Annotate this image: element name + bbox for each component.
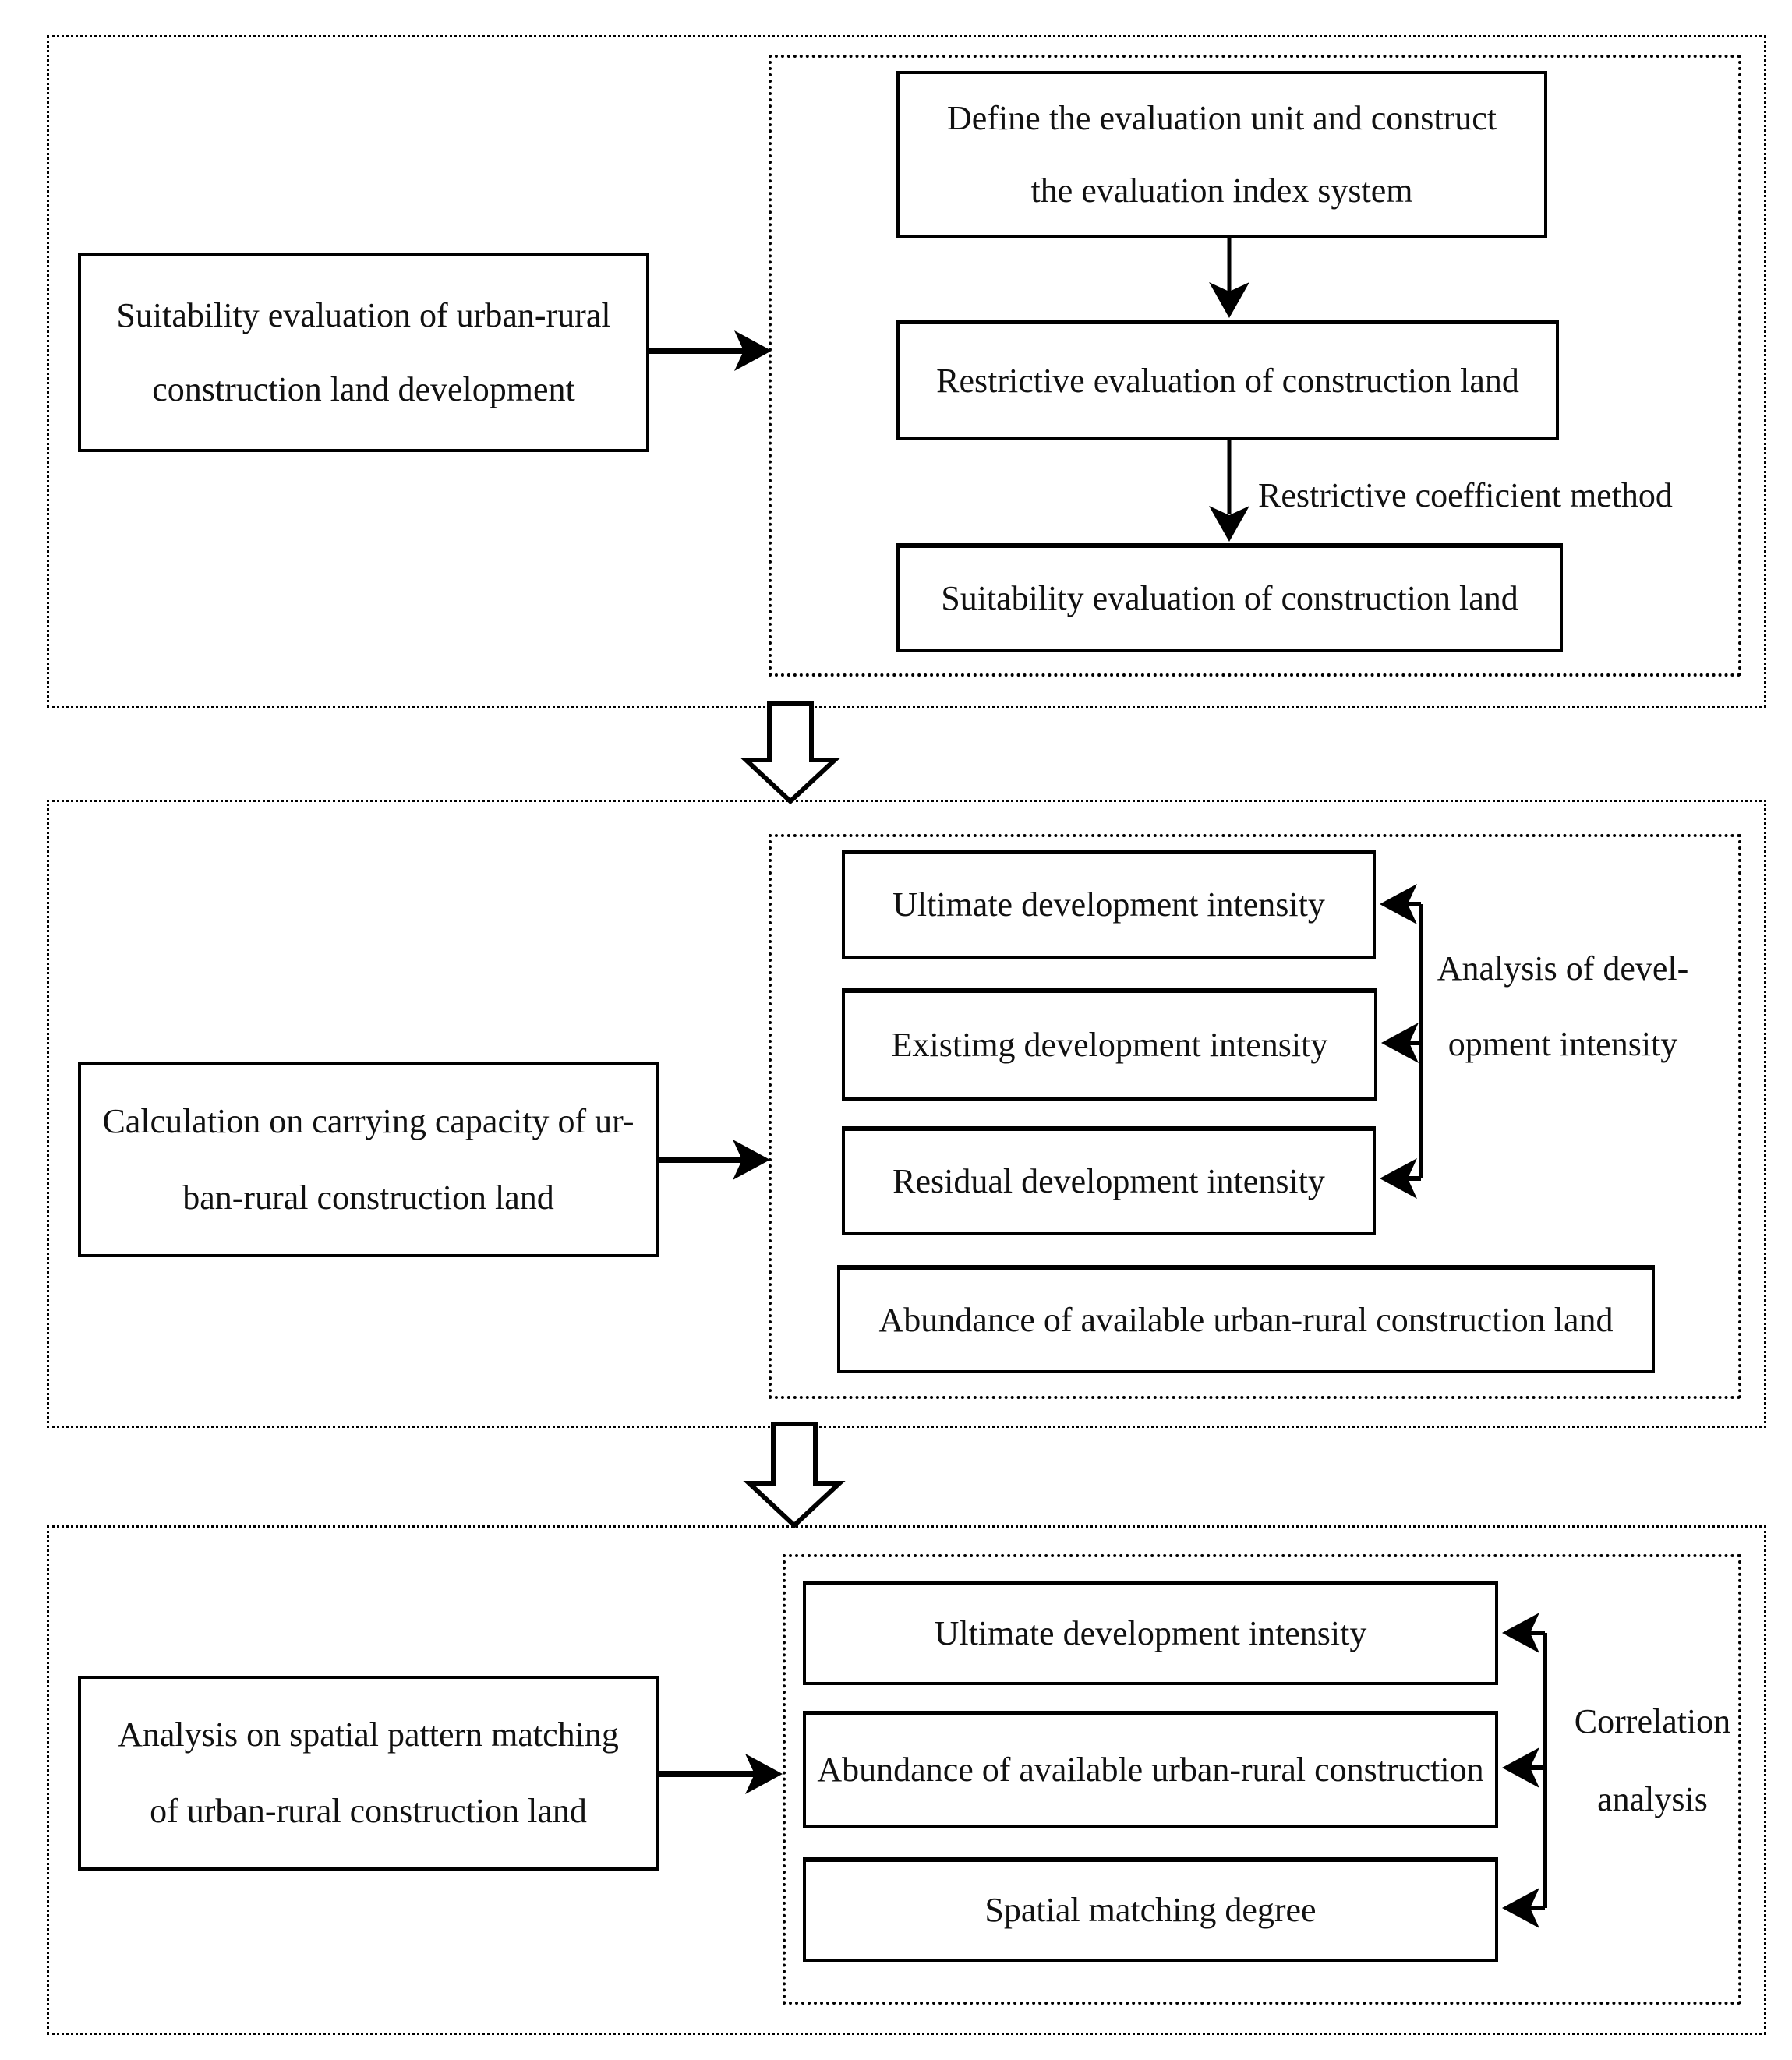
- box-text-line: Ultimate development intensity: [892, 885, 1325, 924]
- box-calculation-carrying-capacity: Calculation on carrying capacity of ur- …: [78, 1062, 659, 1257]
- bracket-label-line: analysis: [1597, 1780, 1708, 1818]
- development-intensity-panel: [769, 834, 1741, 1399]
- bracket-label-line: Analysis of devel-: [1437, 949, 1689, 988]
- box-text-line: Abundance of available urban-rural const…: [878, 1300, 1614, 1339]
- correlation-panel: [783, 1554, 1741, 2005]
- box-existing-development-intensity: Existimg development intensity: [842, 988, 1377, 1101]
- box-text-line: Suitability evaluation of construction l…: [941, 579, 1518, 617]
- block-arrow-down-icon: [740, 701, 841, 805]
- box-suitability-evaluation-construction: Suitability evaluation of construction l…: [896, 543, 1563, 652]
- box-text-line: Define the evaluation unit and construct: [947, 98, 1497, 137]
- block-arrow-down-icon: [743, 1422, 846, 1529]
- box-spatial-matching-degree: Spatial matching degree: [803, 1857, 1498, 1962]
- box-text-line: the evaluation index system: [1030, 171, 1413, 210]
- bracket-label-line: opment intensity: [1447, 1025, 1678, 1063]
- box-text-line: Suitability evaluation of urban-rural: [116, 296, 611, 334]
- box-text-line: Spatial matching degree: [984, 1891, 1317, 1929]
- box-text-line: Analysis on spatial pattern matching: [118, 1715, 619, 1754]
- box-text-line: ban-rural construction land: [182, 1178, 554, 1217]
- box-ultimate-development-intensity-2: Ultimate development intensity: [803, 1581, 1498, 1685]
- box-abundance-available-construction: Abundance of available urban-rural const…: [803, 1711, 1498, 1828]
- box-text-line: Abundance of available urban-rural const…: [817, 1751, 1484, 1789]
- box-text-line: Residual development intensity: [892, 1162, 1325, 1200]
- box-text-line: Calculation on carrying capacity of ur-: [102, 1102, 634, 1140]
- box-text-line: of urban-rural construction land: [150, 1792, 587, 1830]
- box-restrictive-evaluation: Restrictive evaluation of construction l…: [896, 320, 1559, 440]
- box-ultimate-development-intensity: Ultimate development intensity: [842, 850, 1376, 959]
- box-define-evaluation-unit: Define the evaluation unit and construct…: [896, 71, 1547, 238]
- box-analysis-spatial-pattern: Analysis on spatial pattern matching of …: [78, 1676, 659, 1871]
- bracket-label-analysis-development-intensity: Analysis of devel- opment intensity: [1426, 952, 1699, 1062]
- box-abundance-available-land: Abundance of available urban-rural const…: [837, 1265, 1655, 1373]
- section-carrying-capacity: [47, 800, 1766, 1428]
- section-suitability-evaluation: [47, 35, 1766, 708]
- bracket-label-correlation-analysis: Correlation analysis: [1555, 1705, 1750, 1817]
- bracket-label-line: Correlation: [1574, 1702, 1731, 1740]
- box-text-line: Existimg development intensity: [891, 1026, 1328, 1064]
- box-text-line: Ultimate development intensity: [934, 1614, 1367, 1652]
- box-text-line: construction land development: [152, 370, 575, 408]
- box-suitability-evaluation-development: Suitability evaluation of urban-rural co…: [78, 253, 649, 452]
- section-spatial-pattern-matching: [47, 1525, 1766, 2035]
- arrow-label-restrictive-coefficient: Restrictive coefficient method: [1247, 479, 1684, 513]
- arrow-label-text: Restrictive coefficient method: [1258, 476, 1673, 514]
- box-residual-development-intensity: Residual development intensity: [842, 1126, 1376, 1235]
- box-text-line: Restrictive evaluation of construction l…: [936, 361, 1519, 400]
